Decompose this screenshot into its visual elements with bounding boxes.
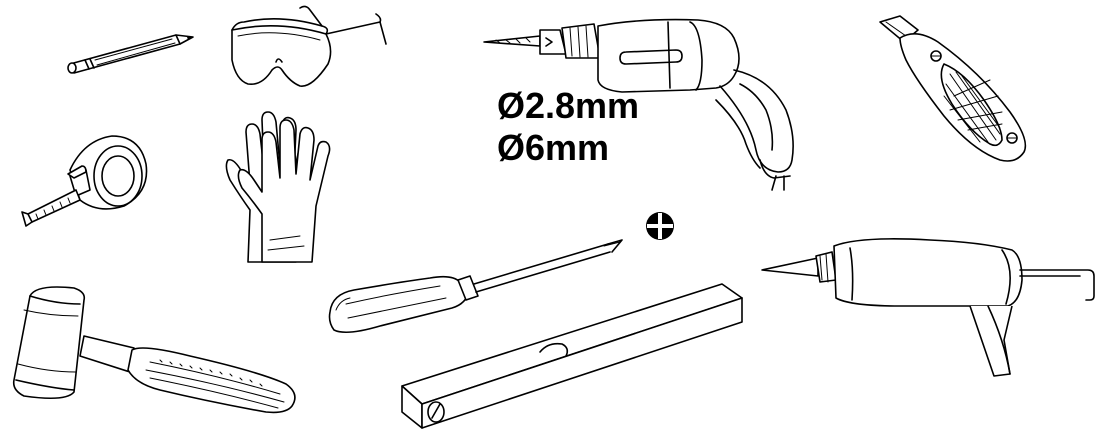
drill-bit-size-large: Ø6mm	[497, 127, 610, 168]
screwdriver-icon	[328, 239, 623, 334]
drill-bit-size-small: Ø2.8mm	[497, 85, 640, 126]
safety-glasses-icon	[231, 5, 387, 87]
utility-knife-icon	[879, 15, 1027, 162]
caulking-gun-icon	[761, 238, 1095, 377]
phillips-head-icon	[646, 212, 674, 240]
spirit-level-icon	[401, 283, 743, 429]
work-gloves-icon	[225, 111, 331, 263]
power-drill-icon	[483, 18, 794, 191]
mallet-icon	[12, 286, 296, 414]
tape-measure-icon	[21, 135, 148, 227]
pencil-icon	[67, 34, 194, 74]
